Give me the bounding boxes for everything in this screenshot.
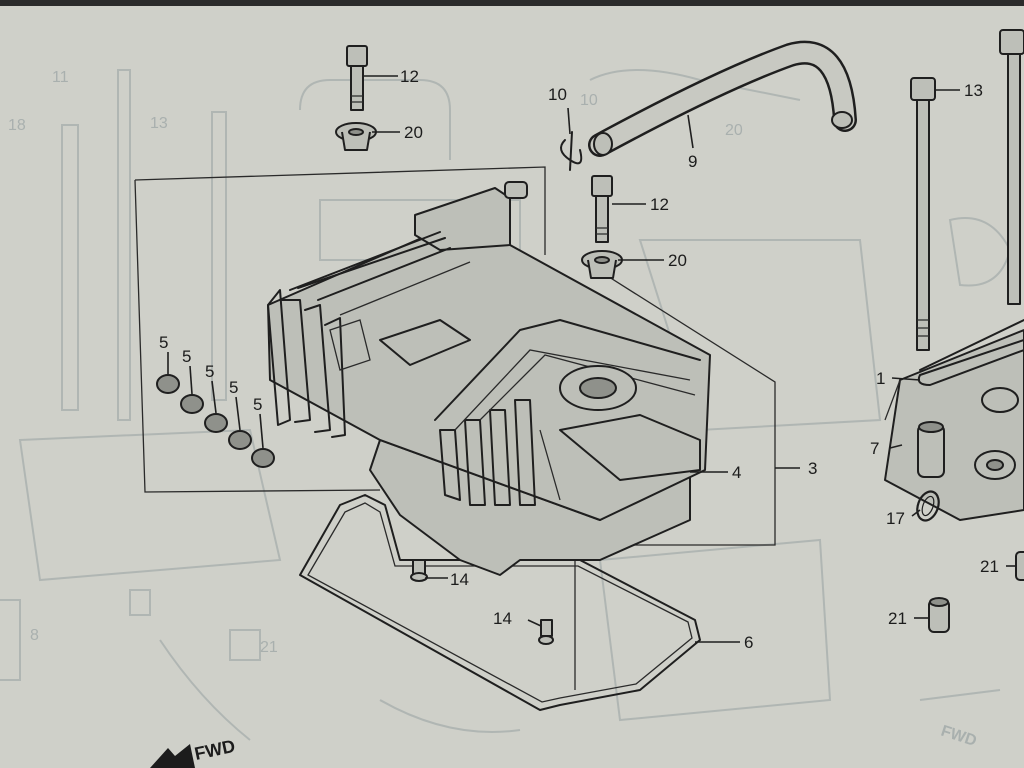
ghost-label: 10 [580,92,598,109]
callout-5: 5 [229,378,238,397]
fwd-label: FWD [193,736,237,764]
fwd-ghost-label: FWD [939,723,979,750]
cover-gasket [299,494,701,711]
assembly-frame [134,166,776,690]
callout-5: 5 [159,333,168,352]
callout-1: 1 [876,369,885,388]
seal-washer-20-lower [581,250,623,279]
ghost-label: 13 [150,115,168,132]
bolt-12-lower [591,175,613,243]
callout-5: 5 [253,395,262,414]
head-gasket [917,339,1024,386]
callout-7: 7 [870,439,879,458]
callout-21: 21 [888,609,907,628]
seal-washer-20-upper [335,122,377,151]
callout-12: 12 [400,67,419,86]
dowel-pin-21-a [1015,551,1024,581]
callout-4: 4 [732,463,741,482]
callout-3: 3 [808,459,817,478]
callout-10: 10 [548,85,567,104]
bolt-12-upper [346,45,368,111]
cylinder-head-cover [267,181,711,576]
breather-hose-fill [590,43,855,155]
dowel-pin-21-b [928,597,950,633]
o-ring-17-inner [921,495,935,517]
callout-5: 5 [182,347,191,366]
callout-12: 12 [650,195,669,214]
hose-clip [560,131,583,171]
ghost-label: 11 [52,69,69,86]
ghost-label: 21 [260,639,278,656]
callout-20: 20 [404,123,423,142]
rubber-mounts-5 [156,374,275,468]
callout-20: 20 [668,251,687,270]
leader-lines [167,75,1016,643]
fwd-arrow-marker: FWD [150,736,237,768]
callout-9: 9 [688,152,697,171]
stud-bolt-13 [910,77,936,351]
stud-bolt-right [999,29,1024,305]
fwd-ghost-marker: FWD [939,723,979,750]
callout-14: 14 [450,570,469,589]
cylinder-head [884,319,1024,521]
screw-14-b [538,619,554,645]
callout-5: 5 [205,362,214,381]
callout-labels: 12 20 10 9 12 20 13 1 7 17 21 21 5 5 5 5… [159,67,999,652]
callout-21: 21 [980,557,999,576]
ghost-label: 20 [725,122,743,139]
screw-14-a [410,559,428,582]
cover-gasket-inner [307,502,693,703]
callout-6: 6 [744,633,753,652]
callout-17: 17 [886,509,905,528]
page-edge [0,0,1024,6]
hose-end [831,111,853,129]
ghost-label: 8 [30,627,39,644]
ghost-label: 18 [8,117,26,134]
hose-end [593,132,613,156]
callout-14: 14 [493,609,512,628]
callout-13: 13 [964,81,983,100]
o-ring-17 [916,490,940,522]
